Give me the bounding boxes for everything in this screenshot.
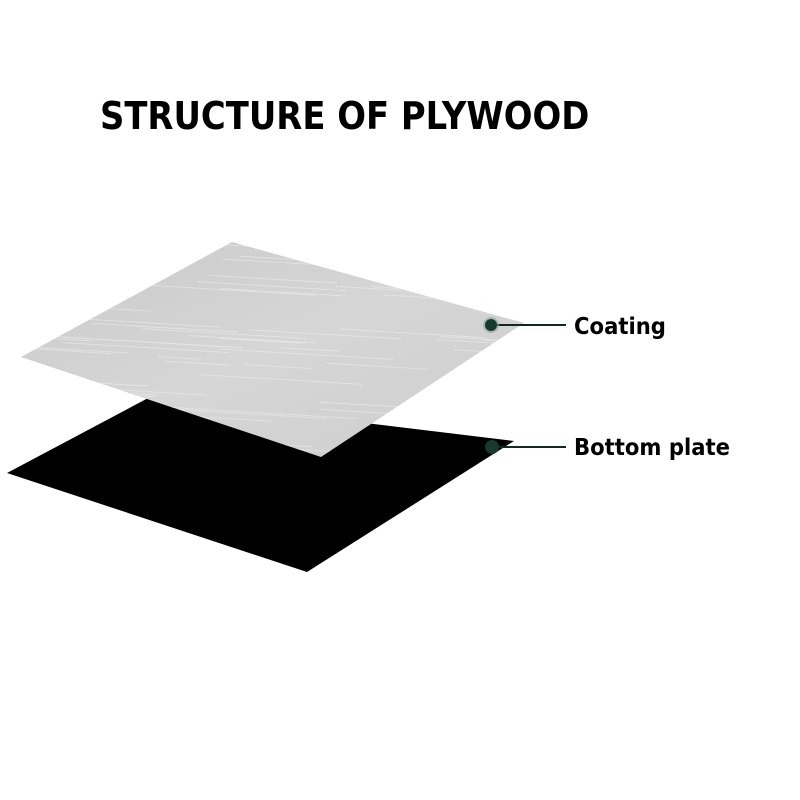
bottom-plate-layer [7, 397, 514, 572]
bottom-plate-leader [485, 440, 566, 454]
coating-leader [483, 317, 566, 333]
bottom-plate-label: Bottom plate [574, 435, 730, 461]
coating-label: Coating [574, 314, 666, 340]
page-title: STRUCTURE OF PLYWOOD [100, 94, 590, 138]
coating-layer [21, 242, 524, 457]
